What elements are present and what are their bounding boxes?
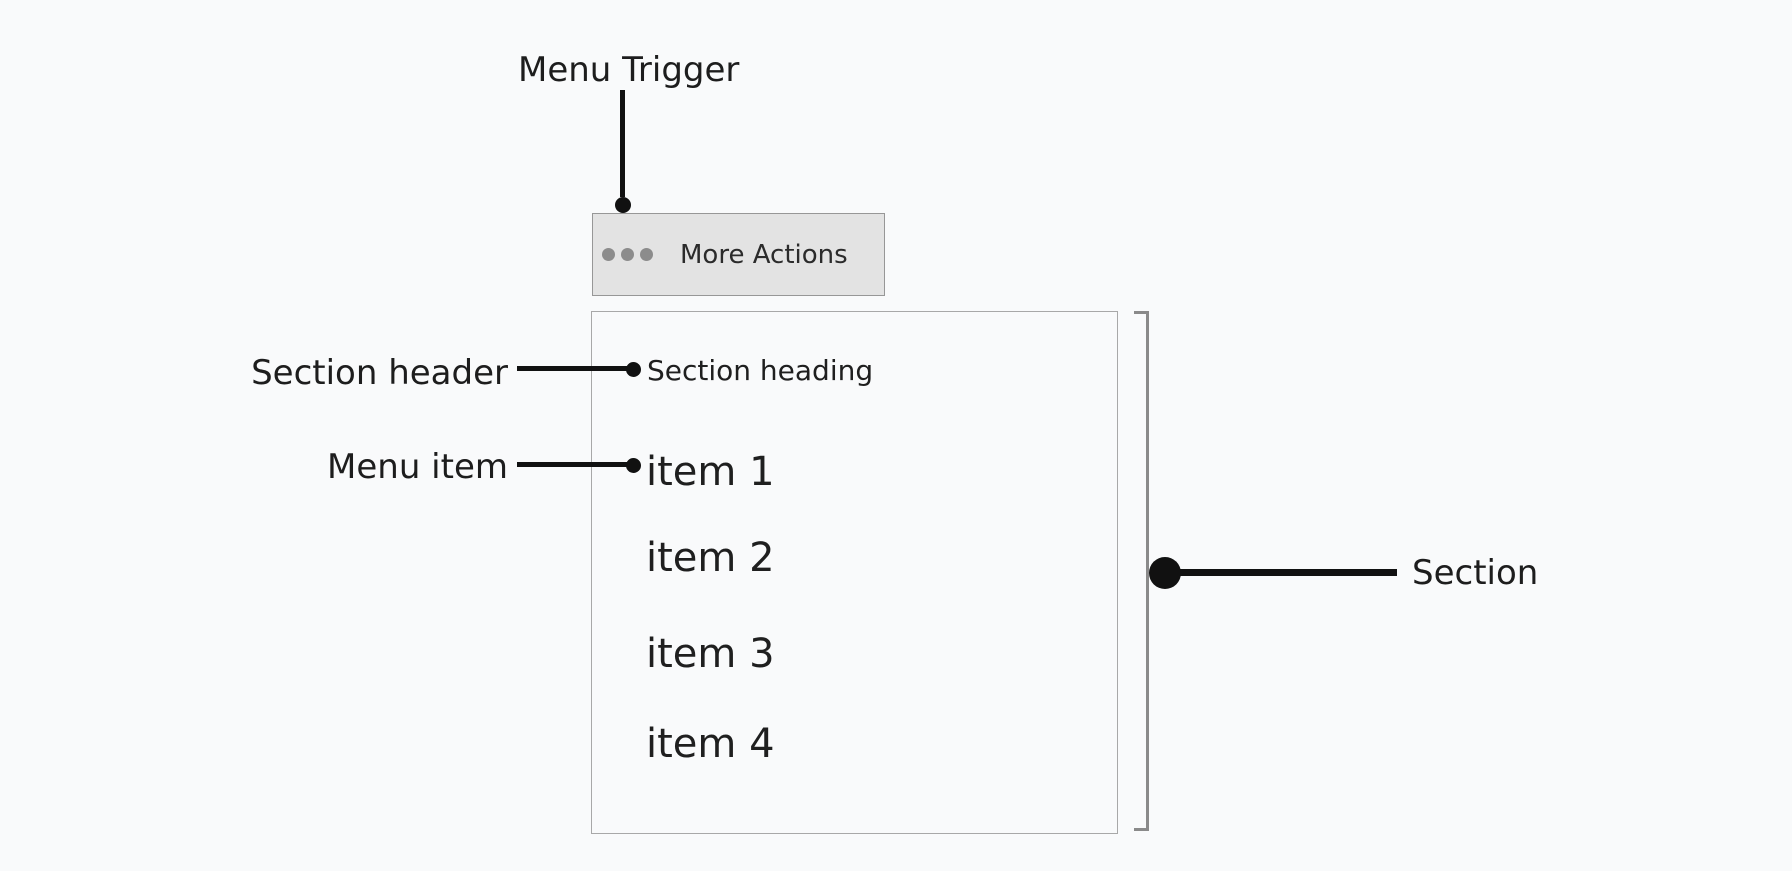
section-bracket-bottom-cap — [1134, 828, 1149, 831]
section-bracket-top-cap — [1134, 311, 1149, 314]
ellipsis-dot — [602, 248, 615, 261]
more-actions-button[interactable]: More Actions — [592, 213, 885, 296]
section-header-connector-line — [517, 366, 634, 371]
menu-item-1[interactable]: item 1 — [646, 449, 775, 495]
section-connector-line — [1165, 569, 1397, 576]
section-bracket — [1146, 311, 1149, 831]
section-header-annotation-label: Section header — [251, 353, 508, 393]
menu-trigger-connector-line — [620, 90, 625, 197]
menu-item-2[interactable]: item 2 — [646, 535, 775, 581]
more-actions-label: More Actions — [680, 239, 848, 270]
section-header-connector-dot — [626, 362, 641, 377]
menu-item-annotation-label: Menu item — [327, 447, 508, 487]
menu-item-connector-dot — [626, 458, 641, 473]
menu-trigger-connector-dot — [615, 197, 631, 213]
menu-item-4[interactable]: item 4 — [646, 721, 775, 767]
menu-trigger-annotation-label: Menu Trigger — [518, 50, 740, 90]
ellipsis-icon — [602, 248, 653, 261]
menu-item-connector-line — [517, 462, 634, 467]
menu-item-3[interactable]: item 3 — [646, 631, 775, 677]
section-annotation-label: Section — [1412, 553, 1539, 593]
menu-section-heading: Section heading — [647, 354, 874, 387]
menu-popup — [591, 311, 1118, 834]
ellipsis-dot — [640, 248, 653, 261]
ellipsis-dot — [621, 248, 634, 261]
